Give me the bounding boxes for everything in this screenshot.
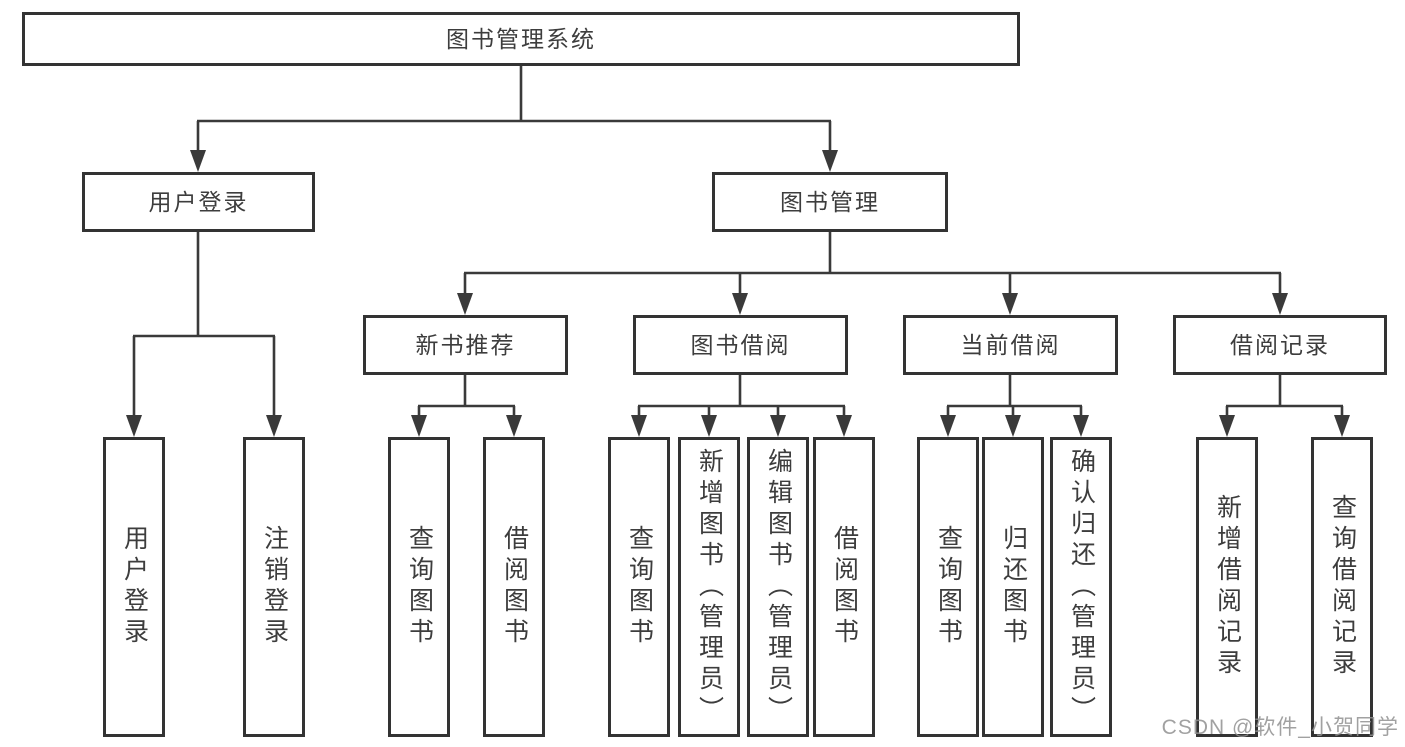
node-new-books: 新书推荐 xyxy=(363,315,568,375)
leaf-confirm-return-admin: 确认归还（管理员） xyxy=(1050,437,1112,737)
leaf-borrow-books-2: 借阅图书 xyxy=(813,437,875,737)
node-current-borrow: 当前借阅 xyxy=(903,315,1118,375)
node-book-borrow: 图书借阅 xyxy=(633,315,848,375)
node-root: 图书管理系统 xyxy=(22,12,1020,66)
node-book-mgmt: 图书管理 xyxy=(712,172,948,232)
leaf-logout: 注销登录 xyxy=(243,437,305,737)
leaf-user-login: 用户登录 xyxy=(103,437,165,737)
leaf-borrow-books-1: 借阅图书 xyxy=(483,437,545,737)
leaf-add-borrow-record: 新增借阅记录 xyxy=(1196,437,1258,737)
leaf-add-books-admin: 新增图书（管理员） xyxy=(678,437,740,737)
node-user-login: 用户登录 xyxy=(82,172,315,232)
node-borrow-records: 借阅记录 xyxy=(1173,315,1387,375)
leaf-query-borrow-record: 查询借阅记录 xyxy=(1311,437,1373,737)
leaf-edit-books-admin: 编辑图书（管理员） xyxy=(747,437,809,737)
leaf-query-books-2: 查询图书 xyxy=(608,437,670,737)
leaf-query-books-1: 查询图书 xyxy=(388,437,450,737)
leaf-query-books-3: 查询图书 xyxy=(917,437,979,737)
leaf-return-books: 归还图书 xyxy=(982,437,1044,737)
